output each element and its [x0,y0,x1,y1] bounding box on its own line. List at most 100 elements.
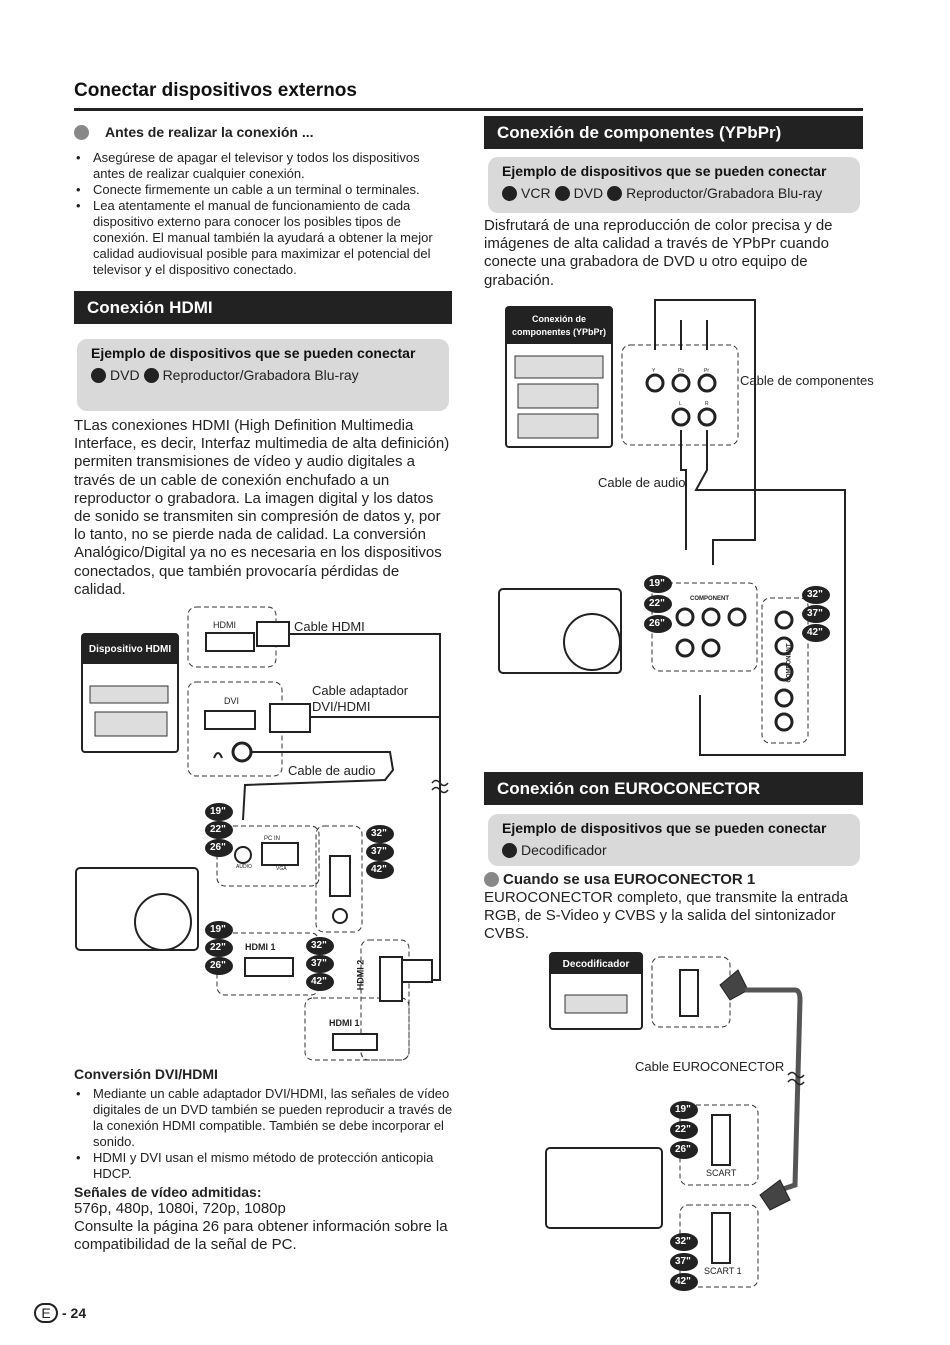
pc-in-group-large [315,825,363,933]
component-example-box: Ejemplo de dispositivos que se pueden co… [488,157,860,213]
dvi-port-label: DVI [224,696,240,706]
pc-audio-jack-icon [234,846,252,864]
size-32: 32" [311,940,327,951]
size-badge [366,825,394,843]
device-bluray: Reproductor/Grabadora Blu-ray [162,367,359,383]
size-badge [205,957,233,975]
bullet-dot-icon [143,367,159,383]
size-26: 26" [210,842,226,853]
page-title: Conectar dispositivos externos [74,80,357,101]
size-badges-small [205,803,233,975]
list-item: Asegúrese de apagar el televisor y todos… [74,150,454,182]
before-list: Asegúrese de apagar el televisor y todos… [74,150,454,278]
pr-label: Pr [704,368,709,374]
vga-label: VGA [276,866,287,872]
component-label: COMPONENT [690,596,729,602]
scart-cable-label: Cable EUROCONECTOR [635,1059,785,1074]
tv-zoom-circle [134,893,192,951]
r-jack-icon [697,407,717,427]
size-32: 32" [675,1236,691,1247]
vga-port-icon [261,842,299,866]
bluray-player-icon [94,711,168,737]
bullet-circle-icon [74,124,89,140]
hdmi-description: TLas conexiones HDMI (High Definition Mu… [74,417,450,598]
size-badge [366,861,394,879]
tv-icon [75,867,199,951]
size-badges [670,1101,698,1291]
list-item: HDMI y DVI usan el mismo método de prote… [74,1150,454,1182]
size-19: 19" [649,578,665,589]
size-19: 19" [675,1104,691,1115]
scart-plug-tv-icon [759,1179,791,1211]
scart-output-group [651,956,731,1028]
hdmi-example-title: Ejemplo de dispositivos que se pueden co… [91,345,416,361]
bullet-dot-icon [554,185,570,201]
scart-sub-heading-row: Cuando se usa EUROCONECTOR 1 [484,871,755,888]
size-42: 42" [675,1276,691,1287]
component-section-title: Conexión de componentes (YPbPr) [484,116,863,149]
size-badge [205,939,233,957]
hdmi1-port-icon [244,957,294,977]
signals-list: 576p, 480p, 1080i, 720p, 1080p [74,1200,286,1217]
scart1-label: SCART 1 [704,1266,742,1276]
size-26: 26" [649,618,665,629]
size-badge [306,973,334,991]
size-badges [644,575,830,642]
list-item: Lea atentamente el manual de funcionamie… [74,198,454,278]
hdmi-cable [289,633,441,981]
y-jack-icon [645,373,665,393]
hdmi-section-title: Conexión HDMI [74,291,452,324]
cable-break-icon [431,779,449,794]
size-19: 19" [210,924,226,935]
dvd-player-icon [89,685,169,704]
size-42: 42" [371,864,387,875]
scart-description: EUROCONECTOR completo, que transmite la … [484,889,849,943]
scart-port-icon [679,969,699,1017]
cable-audio-label: Cable de audio [288,763,376,778]
size-37: 37" [807,608,823,619]
title-rule [74,108,863,111]
y-label: Y [652,368,656,374]
scart-example-title: Ejemplo de dispositivos que se pueden co… [502,820,827,836]
device-decoder: Decodificador [521,842,607,858]
cable-hdmi-label: Cable HDMI [294,619,365,634]
r-label: R [705,401,709,407]
size-37: 37" [311,958,327,969]
size-32: 32" [371,828,387,839]
size-32: 32" [807,589,823,600]
bullet-dot-icon [607,185,623,201]
tv-icon [545,1147,663,1229]
scart-example-box: Ejemplo de dispositivos que se pueden co… [488,814,860,866]
pb-label: Pb [678,368,685,374]
device-dvd: DVD [110,367,140,383]
size-42: 42" [807,627,823,638]
audio-cable [242,751,395,821]
component-cable [654,299,756,565]
device-dvd: DVD [573,185,604,201]
size-badge [366,843,394,861]
scart-cable [745,987,803,1193]
decoder-label: Decodificador [550,954,642,974]
hdmi-port-label: HDMI [213,620,236,630]
size-26: 26" [675,1144,691,1155]
before-heading: Antes de realizar la conexión ... [105,124,314,140]
bullet-circle-icon [484,872,499,887]
before-section: Antes de realizar la conexión ... Asegúr… [74,124,454,278]
bullet-dot-icon [502,842,517,858]
size-37: 37" [371,846,387,857]
audio-cable [680,430,846,756]
pr-jack-icon [697,373,717,393]
dvi-port-icon [204,710,256,730]
hdmi-device-label: Dispositivo HDMI [82,634,178,664]
list-item: Conecte firmemente un cable a un termina… [74,182,454,198]
pc-audio-large-icon [332,908,348,924]
headphone-icon [213,752,223,759]
size-badge [306,937,334,955]
dvi-section: Conversión DVI/HDMI Mediante un cable ad… [74,1066,454,1255]
hdmi1-large-group [304,997,410,1061]
tv-icon [498,588,622,674]
footer-letter-badge: E [34,1303,58,1323]
hdmi2-group [360,939,410,1061]
vcr-icon [517,383,599,409]
